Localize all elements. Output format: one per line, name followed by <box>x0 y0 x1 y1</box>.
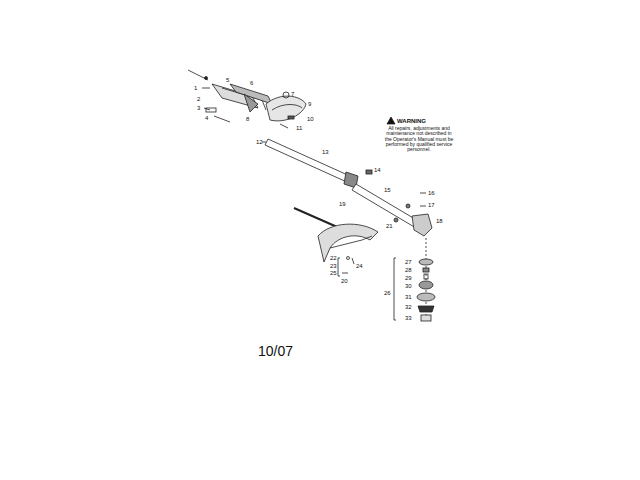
warning-note: All repairs, adjustments and maintenance… <box>383 126 455 152</box>
callout-number: 23 <box>330 263 337 269</box>
callout-number: 18 <box>436 218 443 224</box>
callout-number: 15 <box>384 187 391 193</box>
callout-number: 24 <box>356 263 363 269</box>
callout-number: 6 <box>250 80 253 86</box>
callout-number: 33 <box>405 315 412 321</box>
callout-number: 11 <box>296 125 302 131</box>
callout-number: 5 <box>226 77 229 83</box>
callout-number: 7 <box>291 91 294 97</box>
callout-number: 26 <box>384 290 391 296</box>
callout-number: 20 <box>341 278 348 284</box>
callout-number: 29 <box>405 275 412 281</box>
callout-number: 30 <box>405 283 412 289</box>
callout-number: 8 <box>246 116 249 122</box>
callout-number: 22 <box>330 255 337 261</box>
callout-number: 27 <box>405 259 412 265</box>
callout-number: 1 <box>194 85 197 91</box>
date-code: 10/07 <box>258 344 293 359</box>
callout-number: 16 <box>428 190 435 196</box>
callout-number: 3 <box>197 105 200 111</box>
callout-number: 13 <box>322 149 329 155</box>
callout-number: 4 <box>205 115 208 121</box>
callout-number: 31 <box>405 294 412 300</box>
callout-number: 14 <box>374 167 381 173</box>
callout-number: 32 <box>405 304 412 310</box>
callout-number: 9 <box>308 101 311 107</box>
callout-number: 12 <box>256 139 263 145</box>
warning-heading: WARNING <box>397 118 426 124</box>
callout-number: 19 <box>339 201 346 207</box>
callout-number: 17 <box>428 202 435 208</box>
callout-number: 10 <box>307 116 314 122</box>
callout-number: 2 <box>197 96 200 102</box>
callout-number: 28 <box>405 267 412 273</box>
callout-number: 21 <box>386 223 393 229</box>
callout-number: 25 <box>330 270 337 276</box>
